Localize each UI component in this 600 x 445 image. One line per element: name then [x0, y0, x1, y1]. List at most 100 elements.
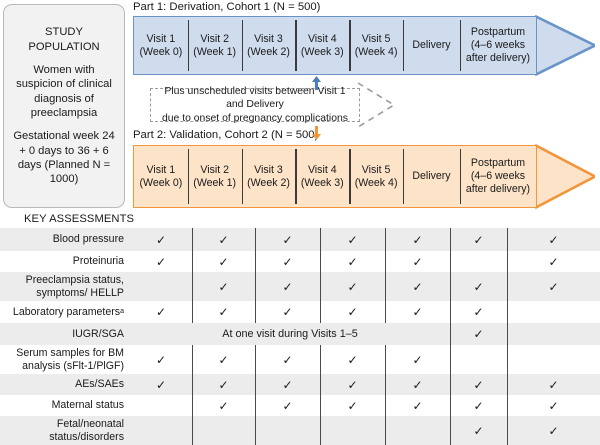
- table-row: Fetal/neonatal status/disorders ✓ ✓: [0, 416, 600, 445]
- part-1-band-delivery[interactable]: Delivery: [402, 17, 460, 74]
- check-icon: ✓: [412, 377, 423, 392]
- assessment-cell: ✓: [320, 374, 385, 395]
- band-line-2: (Week 3): [300, 45, 344, 58]
- assessment-cell: ✓: [320, 228, 385, 251]
- band-line-1: Visit 4: [307, 163, 337, 176]
- assessment-cell: ✓: [507, 395, 600, 416]
- band-line-1: Visit 1: [146, 163, 176, 176]
- check-icon: ✓: [473, 377, 484, 392]
- check-icon: ✓: [548, 398, 559, 413]
- assessment-cell: [450, 345, 507, 374]
- check-icon: ✓: [218, 232, 229, 247]
- assessment-cells: ✓✓✓✓✓✓✓: [130, 374, 600, 395]
- study-population-heading: STUDY POPULATION: [28, 26, 100, 53]
- assessment-cell: ✓: [450, 323, 507, 345]
- part-2-band-visit-4[interactable]: Visit 4(Week 3): [295, 146, 349, 207]
- part-1-arrow-tip-outline: [535, 14, 595, 77]
- assessment-cell: ✓: [385, 345, 450, 374]
- check-icon: ✓: [548, 254, 559, 269]
- check-icon: ✓: [473, 398, 484, 413]
- assessment-cell: ✓: [255, 272, 320, 301]
- check-icon: ✓: [412, 279, 423, 294]
- assessment-cell: ✓: [192, 251, 255, 272]
- part-1-band-postpartum[interactable]: Postpartum(4–6 weeks after delivery): [459, 17, 536, 74]
- part-2-timeline-arrow: Visit 1(Week 0) Visit 2(Week 1) Visit 3(…: [133, 143, 595, 210]
- assessment-cell: [130, 272, 192, 301]
- assessment-cell: ✓: [192, 395, 255, 416]
- table-row: Blood pressure✓✓✓✓✓✓✓: [0, 228, 600, 251]
- check-icon: ✓: [347, 232, 358, 247]
- check-icon: ✓: [218, 305, 229, 319]
- assessment-cell: [507, 345, 600, 374]
- part-2-band-postpartum[interactable]: Postpartum(4–6 weeks after delivery): [459, 146, 536, 207]
- check-icon: ✓: [473, 232, 484, 247]
- assessment-cell: ✓: [450, 416, 507, 445]
- assessment-cell: ✓: [255, 228, 320, 251]
- band-line-2: (4–6 weeks after delivery): [465, 39, 531, 64]
- check-icon: ✓: [347, 279, 358, 294]
- unscheduled-visits-note: Plus unscheduled visits between Visit 1 …: [150, 86, 360, 124]
- check-icon: ✓: [155, 377, 167, 392]
- check-icon: ✓: [282, 377, 293, 392]
- unscheduled-visits-arrow-tip: [357, 82, 396, 128]
- assessment-cell: [320, 416, 385, 445]
- part-1-band-visit-3[interactable]: Visit 3(Week 2): [241, 17, 296, 74]
- part-1-band-visit-5[interactable]: Visit 5(Week 4): [349, 17, 403, 74]
- check-icon: ✓: [412, 398, 423, 413]
- assessment-cell: [450, 251, 507, 272]
- assessment-cell: [507, 301, 600, 323]
- assessment-label: Blood pressure: [52, 233, 124, 246]
- key-assessments-heading: KEY ASSESSMENTS: [24, 213, 135, 225]
- assessment-cell: ✓: [450, 301, 507, 323]
- assessment-cell: ✓: [450, 272, 507, 301]
- check-icon: ✓: [155, 232, 167, 247]
- part-2-title: Part 2: Validation, Cohort 2 (N = 500): [133, 129, 319, 141]
- check-icon: ✓: [347, 352, 358, 367]
- part-2-band-visit-1[interactable]: Visit 1(Week 0): [134, 146, 188, 207]
- check-icon: ✓: [412, 232, 423, 247]
- part-1-band-visit-2[interactable]: Visit 2(Week 1): [187, 17, 242, 74]
- assessment-cell: ✓: [507, 251, 600, 272]
- assessment-cell: [255, 416, 320, 445]
- assessment-label: Proteinuria: [72, 255, 124, 268]
- study-population-criteria: Women with suspicion of clinical diagnos…: [16, 64, 112, 119]
- check-icon: ✓: [282, 398, 293, 413]
- assessment-cell: ✓: [385, 228, 450, 251]
- assessment-cell: ✓: [507, 416, 600, 445]
- assessment-cell: ✓: [320, 251, 385, 272]
- assessment-cells: ✓At one visit during Visits 1–5: [130, 323, 600, 345]
- part-2-band-delivery[interactable]: Delivery: [402, 146, 460, 207]
- band-line-2: (4–6 weeks after delivery): [465, 170, 531, 195]
- assessment-cell: ✓: [385, 251, 450, 272]
- assessment-cell: ✓: [192, 374, 255, 395]
- table-row: Preeclampsia status, symptoms/ HELLP✓✓✓✓…: [0, 272, 600, 301]
- band-line-1: Visit 2: [200, 163, 230, 176]
- assessment-cell: ✓: [320, 395, 385, 416]
- assessment-cell: [255, 323, 320, 345]
- band-line-2: (Week 1): [193, 176, 237, 189]
- part-2-band-visit-3[interactable]: Visit 3(Week 2): [241, 146, 296, 207]
- assessment-cell: [130, 323, 192, 345]
- part-1-band-visit-1[interactable]: Visit 1(Week 0): [134, 17, 188, 74]
- band-line-2: (Week 2): [247, 45, 290, 58]
- assessment-cell: [130, 416, 192, 445]
- check-icon: ✓: [347, 377, 358, 392]
- assessment-cell: ✓: [255, 395, 320, 416]
- assessment-cell: ✓: [385, 272, 450, 301]
- table-row: Maternal status✓✓✓✓✓✓: [0, 395, 600, 416]
- assessment-label: Serum samples for BM analysis (sFlt-1/Pl…: [16, 346, 124, 372]
- table-row: Serum samples for BM analysis (sFlt-1/Pl…: [0, 345, 600, 374]
- assessment-label: Fetal/neonatal status/disorders: [49, 417, 124, 443]
- assessment-cell: ✓: [450, 395, 507, 416]
- key-assessments-table: Blood pressure✓✓✓✓✓✓✓Proteinuria✓✓✓✓✓✓Pr…: [0, 228, 600, 445]
- part-2-band-visit-5[interactable]: Visit 5(Week 4): [349, 146, 403, 207]
- assessment-cell: [507, 323, 600, 345]
- check-icon: ✓: [548, 423, 559, 438]
- band-line-1: Delivery: [412, 170, 451, 183]
- part-2-band-visit-2[interactable]: Visit 2(Week 1): [187, 146, 242, 207]
- part-1-band-visit-4[interactable]: Visit 4(Week 3): [295, 17, 349, 74]
- arrow-up-icon: [312, 76, 321, 90]
- part-1-title: Part 1: Derivation, Cohort 1 (N = 500): [133, 1, 321, 13]
- check-icon: ✓: [347, 254, 358, 269]
